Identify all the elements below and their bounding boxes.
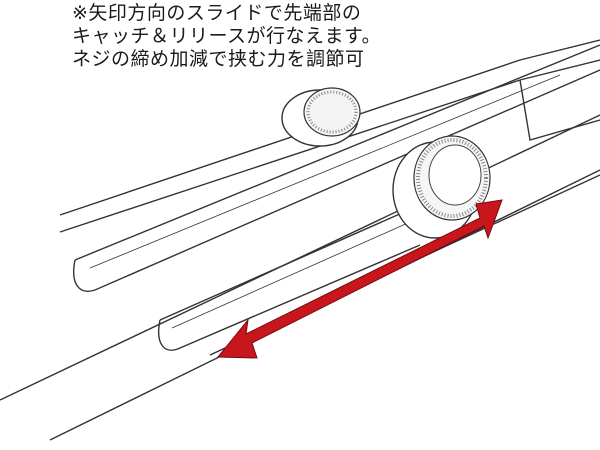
caption-line-3: ネジの締め加減で挟む力を調節可 xyxy=(72,48,365,70)
caption-line-1: ※矢印方向のスライドで先端部の xyxy=(72,2,362,24)
adjustment-screw-back xyxy=(281,87,361,147)
instruction-caption: ※矢印方向のスライドで先端部の キャッチ＆リリースが行なえます。 ネジの締め加減… xyxy=(72,2,381,71)
adjustment-screw-front xyxy=(392,135,491,239)
slide-direction-arrow xyxy=(216,199,503,359)
caption-line-2: キャッチ＆リリースが行なえます。 xyxy=(72,25,382,47)
